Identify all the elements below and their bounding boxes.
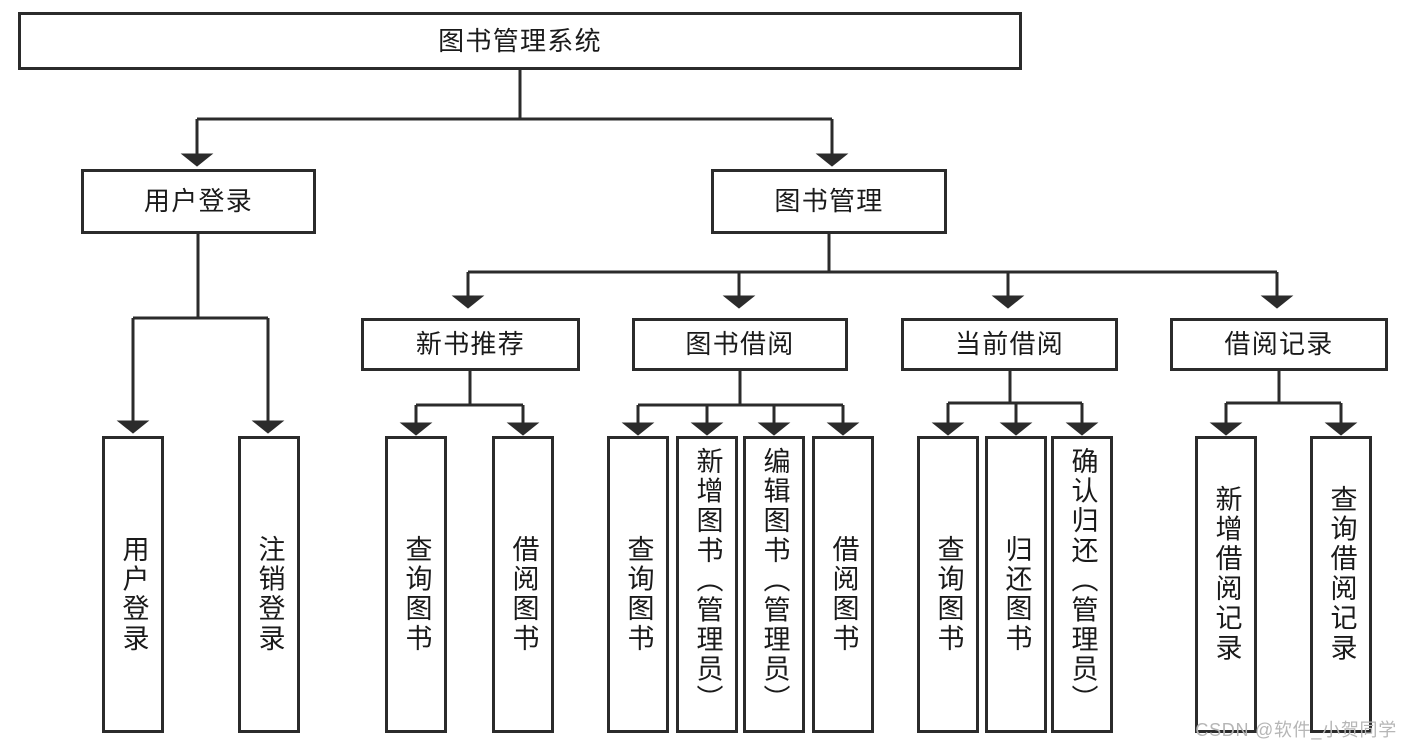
node-leaf-edit-book-admin-label: 编辑图书（管理员）: [759, 447, 790, 715]
node-user-login-label: 用户登录: [143, 186, 254, 217]
node-leaf-confirm-return-admin-label: 确认归还（管理员）: [1067, 447, 1098, 715]
node-leaf-add-borrow-record-label: 新增借阅记录: [1211, 485, 1242, 664]
node-leaf-borrow-book-1[interactable]: 借阅图书: [492, 436, 554, 733]
node-root-label: 图书管理系统: [438, 25, 602, 56]
node-current-borrow-label: 当前借阅: [954, 329, 1065, 360]
node-leaf-add-book-admin[interactable]: 新增图书（管理员）: [676, 436, 738, 733]
node-leaf-query-book-1[interactable]: 查询图书: [385, 436, 447, 733]
node-book-borrow[interactable]: 图书借阅: [632, 318, 848, 371]
node-borrow-record[interactable]: 借阅记录: [1170, 318, 1388, 371]
node-leaf-logout-label: 注销登录: [254, 535, 285, 654]
node-leaf-return-book-label: 归还图书: [1001, 535, 1032, 654]
node-leaf-query-book-3[interactable]: 查询图书: [917, 436, 979, 733]
node-new-book-recommend-label: 新书推荐: [415, 329, 526, 360]
node-root[interactable]: 图书管理系统: [18, 12, 1022, 70]
node-book-management-label: 图书管理: [774, 186, 884, 217]
node-leaf-add-book-admin-label: 新增图书（管理员）: [692, 447, 723, 715]
node-leaf-query-book-1-label: 查询图书: [401, 535, 432, 654]
node-leaf-borrow-book-1-label: 借阅图书: [508, 535, 539, 654]
node-leaf-logout[interactable]: 注销登录: [238, 436, 300, 733]
node-leaf-add-borrow-record[interactable]: 新增借阅记录: [1195, 436, 1257, 733]
watermark-text: CSDN @软件_小贺同学: [1195, 720, 1397, 740]
node-leaf-user-login-label: 用户登录: [118, 535, 149, 654]
node-leaf-borrow-book-2[interactable]: 借阅图书: [812, 436, 874, 733]
node-leaf-query-book-2[interactable]: 查询图书: [607, 436, 669, 733]
node-leaf-edit-book-admin[interactable]: 编辑图书（管理员）: [743, 436, 805, 733]
node-book-borrow-label: 图书借阅: [685, 329, 795, 360]
node-book-management[interactable]: 图书管理: [711, 169, 947, 234]
node-leaf-query-borrow-record-label: 查询借阅记录: [1326, 485, 1357, 664]
node-borrow-record-label: 借阅记录: [1224, 329, 1334, 360]
node-leaf-query-book-2-label: 查询图书: [623, 535, 654, 654]
node-new-book-recommend[interactable]: 新书推荐: [361, 318, 580, 371]
node-leaf-return-book[interactable]: 归还图书: [985, 436, 1047, 733]
node-leaf-query-borrow-record[interactable]: 查询借阅记录: [1310, 436, 1372, 733]
node-leaf-user-login[interactable]: 用户登录: [102, 436, 164, 733]
node-leaf-query-book-3-label: 查询图书: [933, 535, 964, 654]
node-user-login[interactable]: 用户登录: [81, 169, 316, 234]
node-leaf-borrow-book-2-label: 借阅图书: [828, 535, 859, 654]
node-leaf-confirm-return-admin[interactable]: 确认归还（管理员）: [1051, 436, 1113, 733]
node-current-borrow[interactable]: 当前借阅: [901, 318, 1118, 371]
